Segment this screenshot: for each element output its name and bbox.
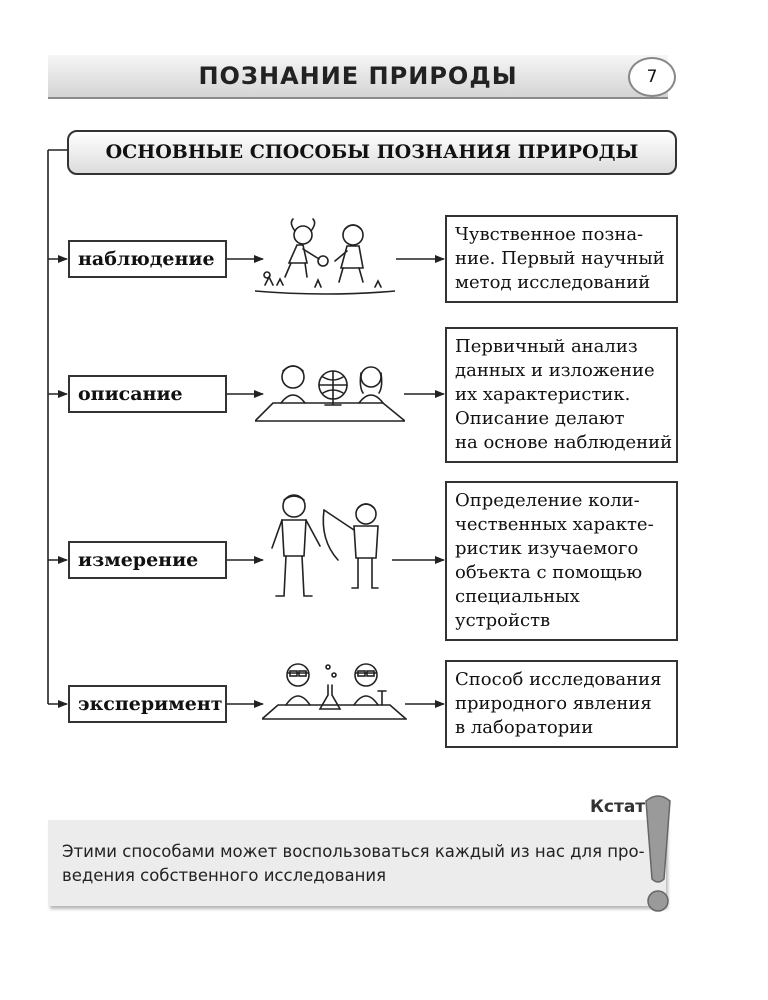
main-title: ОСНОВНЫЕ СПОСОБЫ ПОЗНАНИЯ ПРИРОДЫ <box>67 130 677 175</box>
description-description: Первичный анализ данных и изложение их х… <box>445 327 678 463</box>
note-text: Этими способами может воспользоваться ка… <box>62 840 652 888</box>
description-line: в лаборатории <box>455 717 594 738</box>
description-line: ристик изучаемого <box>455 538 639 559</box>
description-line: Описание делают <box>455 408 625 429</box>
description-line: метод исследований <box>455 272 651 293</box>
description-line: устройств <box>455 610 551 631</box>
description-line: чественных характе- <box>455 514 654 535</box>
description-line: ние. Первый научный <box>455 248 665 269</box>
description-line: на основе наблюдений <box>455 432 673 453</box>
measurement-illustration <box>271 494 379 597</box>
description-line: специальных <box>455 586 580 607</box>
page-number: 7 <box>628 57 676 97</box>
description-observation: Чувственное позна- ние. Первый научный м… <box>445 215 678 303</box>
description-line: объекта с помощью <box>455 562 643 583</box>
note-label: Кстати <box>590 797 658 817</box>
method-observation: наблюдение <box>68 240 227 278</box>
description-experiment: Способ исследования природного явления в… <box>445 660 678 748</box>
description-line: Чувственное позна- <box>455 224 644 245</box>
header-bar: ПОЗНАНИЕ ПРИРОДЫ <box>48 55 668 99</box>
description-line: Первичный анализ <box>455 336 638 357</box>
exclamation-icon <box>645 795 671 912</box>
method-experiment: эксперимент <box>68 685 227 723</box>
note-line: ведения собственного исследования <box>62 866 387 885</box>
page-title: ПОЗНАНИЕ ПРИРОДЫ <box>198 62 518 90</box>
note-box: Этими способами может воспользоваться ка… <box>48 820 666 906</box>
description-illustration <box>255 365 405 422</box>
method-description: описание <box>68 375 227 413</box>
description-line: их характеристик. <box>455 384 631 405</box>
method-measurement: измерение <box>68 541 227 579</box>
observation-illustration <box>255 218 395 295</box>
description-line: Определение коли- <box>455 490 640 511</box>
description-measurement: Определение коли- чественных характе- ри… <box>445 481 678 641</box>
description-line: природного явления <box>455 693 652 714</box>
experiment-illustration <box>262 663 407 720</box>
note-line: Этими способами может воспользоваться ка… <box>62 842 645 861</box>
description-line: данных и изложение <box>455 360 655 381</box>
description-line: Способ исследования <box>455 669 662 690</box>
